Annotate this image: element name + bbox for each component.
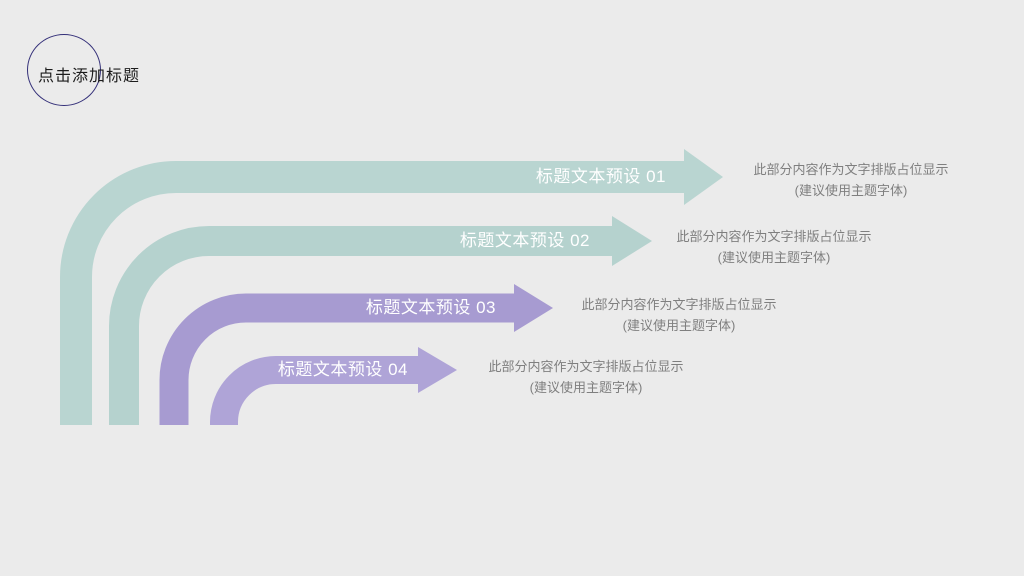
- desc-line-2: (建议使用主题字体): [529, 380, 643, 395]
- desc-line-1: 此部分内容作为文字排版占位显示: [753, 162, 949, 177]
- arrow-desc-1: 此部分内容作为文字排版占位显示 (建议使用主题字体): [735, 159, 967, 201]
- arrow-desc-4: 此部分内容作为文字排版占位显示 (建议使用主题字体): [470, 356, 702, 398]
- arrow-label-4: 标题文本预设 04: [277, 360, 408, 379]
- arrow-label-2: 标题文本预设 02: [459, 231, 590, 250]
- slide-title[interactable]: 点击添加标题: [38, 68, 141, 85]
- arrowhead-1: [684, 149, 723, 205]
- arrow-shape-1: [60, 149, 723, 425]
- arrow-label-3: 标题文本预设 03: [365, 298, 496, 317]
- desc-line-1: 此部分内容作为文字排版占位显示: [581, 297, 777, 312]
- arrowhead-4: [418, 347, 457, 393]
- arrowhead-3: [514, 284, 553, 332]
- arrow-shape-3: [159, 284, 553, 425]
- desc-line-2: (建议使用主题字体): [717, 250, 831, 265]
- arrow-desc-3: 此部分内容作为文字排版占位显示 (建议使用主题字体): [563, 294, 795, 336]
- arrow-label-1: 标题文本预设 01: [535, 167, 666, 186]
- desc-line-1: 此部分内容作为文字排版占位显示: [676, 229, 872, 244]
- arrow-shape-4: [210, 347, 457, 425]
- desc-line-1: 此部分内容作为文字排版占位显示: [488, 359, 684, 374]
- desc-line-2: (建议使用主题字体): [794, 183, 908, 198]
- title-circle-decoration: [27, 34, 101, 106]
- arrow-desc-2: 此部分内容作为文字排版占位显示 (建议使用主题字体): [658, 226, 890, 268]
- desc-line-2: (建议使用主题字体): [622, 318, 736, 333]
- arrow-shape-2: [109, 216, 652, 425]
- arrowhead-2: [612, 216, 652, 266]
